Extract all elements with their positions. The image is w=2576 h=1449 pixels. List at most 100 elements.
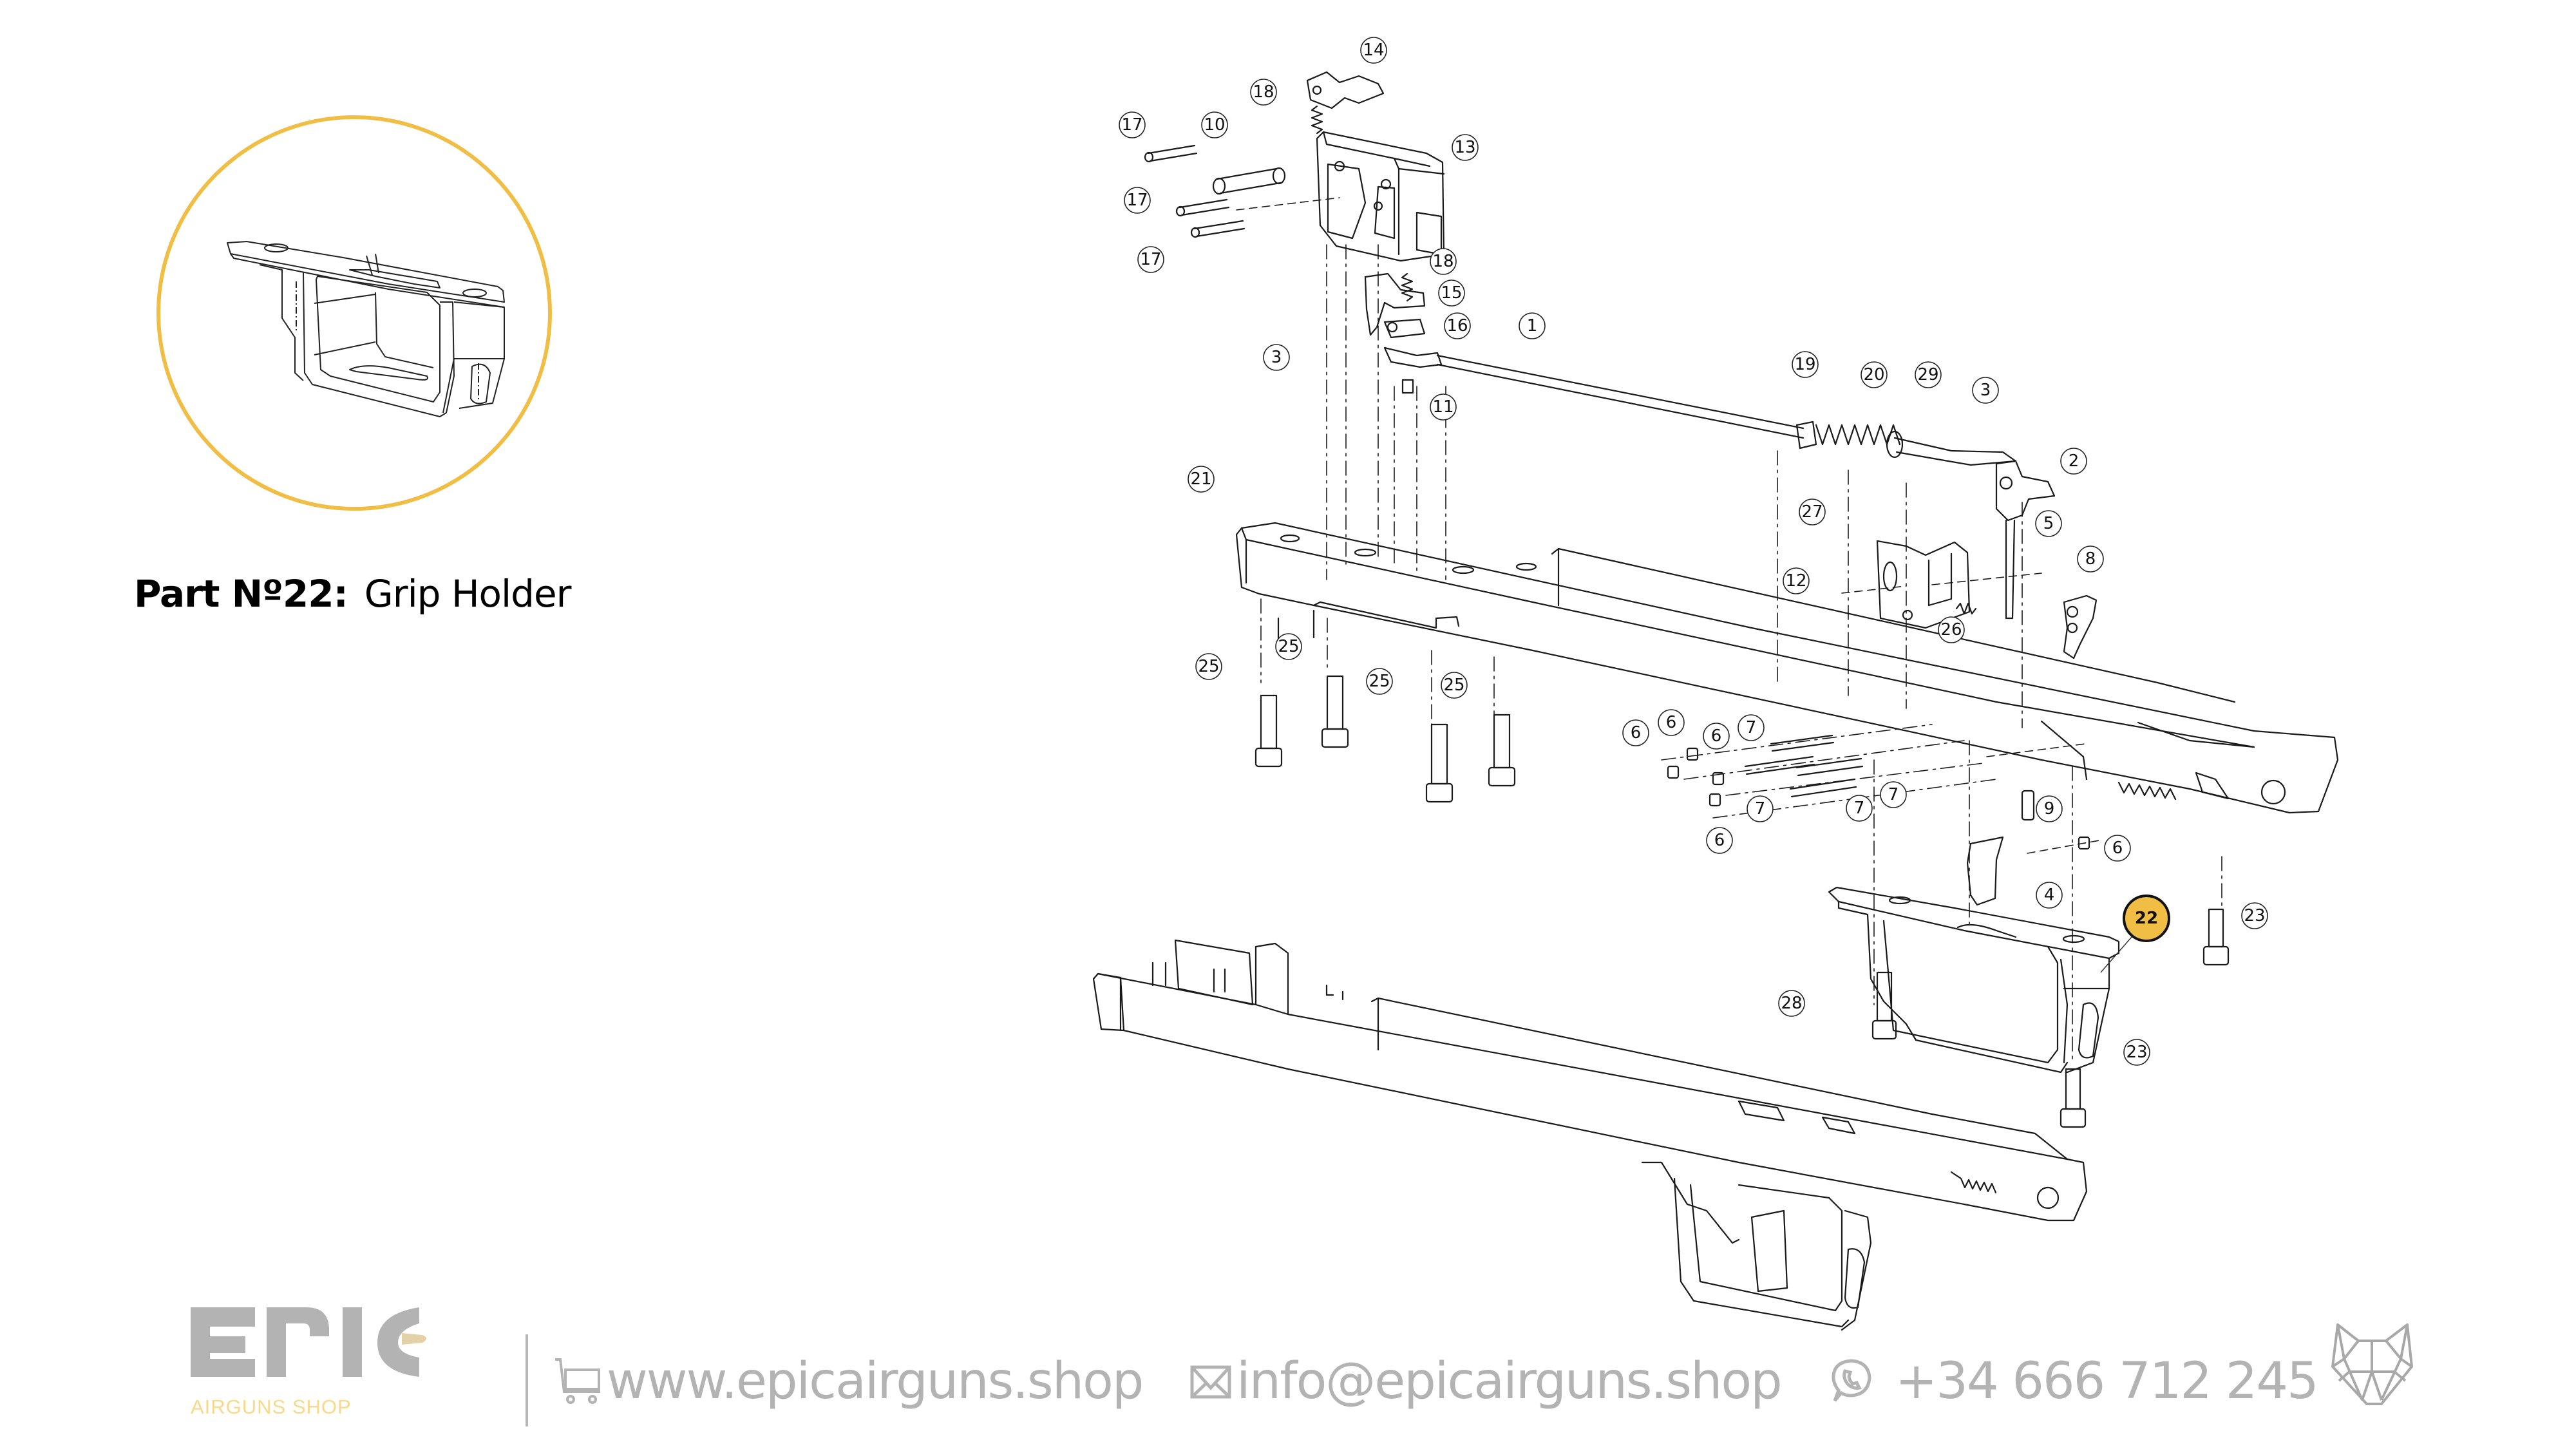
part-number-label: Part Nº22:	[134, 572, 348, 616]
callout-number: 6	[2112, 838, 2123, 858]
callout-circle	[1263, 344, 1290, 371]
callout-part-21[interactable]: 21	[1188, 466, 1215, 493]
callout-part-2[interactable]: 2	[2060, 448, 2087, 475]
email-link[interactable]: info@epicairguns.shop	[1190, 1352, 1783, 1410]
callout-circle	[1137, 246, 1164, 273]
callout-part-1[interactable]: 1	[1519, 312, 1546, 339]
callout-number: 29	[1917, 365, 1938, 384]
shopping-cart-icon	[555, 1358, 600, 1404]
callout-part-17[interactable]: 17	[1137, 246, 1164, 273]
callout-number: 12	[1785, 571, 1806, 591]
callout-part-6[interactable]: 6	[1622, 719, 1649, 746]
callout-part-25[interactable]: 25	[1366, 668, 1393, 695]
callout-part-17[interactable]: 17	[1119, 111, 1146, 138]
callout-circle	[1706, 827, 1733, 854]
callout-part-4[interactable]: 4	[2036, 882, 2063, 909]
callout-part-9[interactable]: 9	[2036, 795, 2063, 822]
callout-circle	[2241, 902, 2268, 929]
callout-part-7[interactable]: 7	[1738, 714, 1765, 741]
callout-number: 25	[1368, 672, 1390, 691]
callout-part-27[interactable]: 27	[1799, 498, 1826, 526]
callout-part-19[interactable]: 19	[1792, 351, 1819, 378]
callout-part-16[interactable]: 16	[1444, 312, 1471, 339]
website-text[interactable]: www.epicairguns.shop	[607, 1352, 1144, 1410]
callout-circle	[1799, 498, 1826, 526]
callout-circle	[2036, 795, 2063, 822]
epic-logo	[191, 1307, 426, 1377]
callout-part-23[interactable]: 23	[2123, 1039, 2150, 1066]
callout-number: 8	[2085, 549, 2096, 569]
callout-number: 28	[1781, 994, 1802, 1013]
callout-part-17[interactable]: 17	[1124, 187, 1151, 214]
callout-part-13[interactable]: 13	[1452, 134, 1479, 161]
callout-circle	[1250, 79, 1277, 106]
callout-part-10[interactable]: 10	[1201, 111, 1228, 138]
callout-number: 5	[2043, 514, 2054, 533]
part-name: Grip Holder	[364, 572, 572, 616]
website-link[interactable]: www.epicairguns.shop	[553, 1352, 1144, 1410]
callout-part-25[interactable]: 25	[1195, 653, 1222, 680]
callout-part-6[interactable]: 6	[2104, 835, 2131, 862]
callout-part-18[interactable]: 18	[1250, 79, 1277, 106]
callout-part-23[interactable]: 23	[2241, 902, 2268, 929]
callout-part-12[interactable]: 12	[1783, 567, 1810, 594]
callout-circle	[1188, 466, 1215, 493]
callout-part-7[interactable]: 7	[1846, 795, 1873, 822]
callout-part-11[interactable]: 11	[1430, 393, 1457, 421]
part-title: Part Nº22: Grip Holder	[134, 572, 571, 616]
callout-number: 23	[2126, 1043, 2147, 1062]
callout-part-20[interactable]: 20	[1861, 361, 1888, 388]
callout-number: 20	[1863, 365, 1884, 384]
callout-part-14[interactable]: 14	[1360, 37, 1387, 64]
callout-circle	[1430, 248, 1457, 275]
callout-part-7[interactable]: 7	[1747, 795, 1774, 822]
callout-number: 17	[1121, 115, 1142, 135]
part-22-badge[interactable]: 22	[2123, 895, 2170, 942]
callout-part-28[interactable]: 28	[1778, 990, 1805, 1017]
callout-number: 13	[1454, 138, 1475, 157]
callout-number: 19	[1794, 355, 1815, 374]
callout-part-7[interactable]: 7	[1880, 781, 1907, 808]
callout-circle	[2077, 545, 2104, 573]
part-22-badge-label: 22	[2135, 909, 2158, 928]
callout-part-25[interactable]: 25	[1441, 672, 1468, 699]
callout-part-6[interactable]: 6	[1706, 827, 1733, 854]
email-text[interactable]: info@epicairguns.shop	[1236, 1352, 1783, 1410]
phone-text[interactable]: +34 666 712 245	[1895, 1352, 2319, 1410]
callout-part-18[interactable]: 18	[1430, 248, 1457, 275]
callout-circle	[1195, 653, 1222, 680]
callout-circle	[1703, 723, 1730, 750]
callout-number: 2	[2069, 451, 2079, 471]
callout-number: 21	[1190, 469, 1211, 489]
callout-part-8[interactable]: 8	[2077, 545, 2104, 573]
callout-number: 11	[1432, 397, 1454, 417]
callout-part-3[interactable]: 3	[1972, 377, 1999, 404]
callout-part-3[interactable]: 3	[1263, 344, 1290, 371]
callout-part-25[interactable]: 25	[1275, 633, 1302, 660]
callout-part-6[interactable]: 6	[1658, 709, 1685, 736]
callout-part-15[interactable]: 15	[1438, 279, 1465, 307]
callout-circle	[1444, 312, 1471, 339]
callout-circle	[2060, 448, 2087, 475]
callout-circle	[1119, 111, 1146, 138]
callout-part-5[interactable]: 5	[2035, 510, 2062, 537]
callout-circle	[1783, 567, 1810, 594]
callout-number: 25	[1443, 676, 1464, 695]
callout-number: 27	[1801, 502, 1823, 522]
callout-circle	[1441, 672, 1468, 699]
phone-link[interactable]: +34 666 712 245	[1826, 1352, 2319, 1410]
callout-part-26[interactable]: 26	[1938, 616, 1965, 643]
callout-circle	[1430, 393, 1457, 421]
callout-number: 16	[1446, 316, 1468, 336]
callout-part-6[interactable]: 6	[1703, 723, 1730, 750]
callout-number: 3	[1980, 381, 1991, 400]
callout-circle	[2123, 1039, 2150, 1066]
callout-circle	[1846, 795, 1873, 822]
callout-part-29[interactable]: 29	[1915, 361, 1942, 388]
callout-circle	[1366, 668, 1393, 695]
callout-circle	[1275, 633, 1302, 660]
callout-number: 10	[1204, 115, 1225, 135]
callout-circle	[1738, 714, 1765, 741]
